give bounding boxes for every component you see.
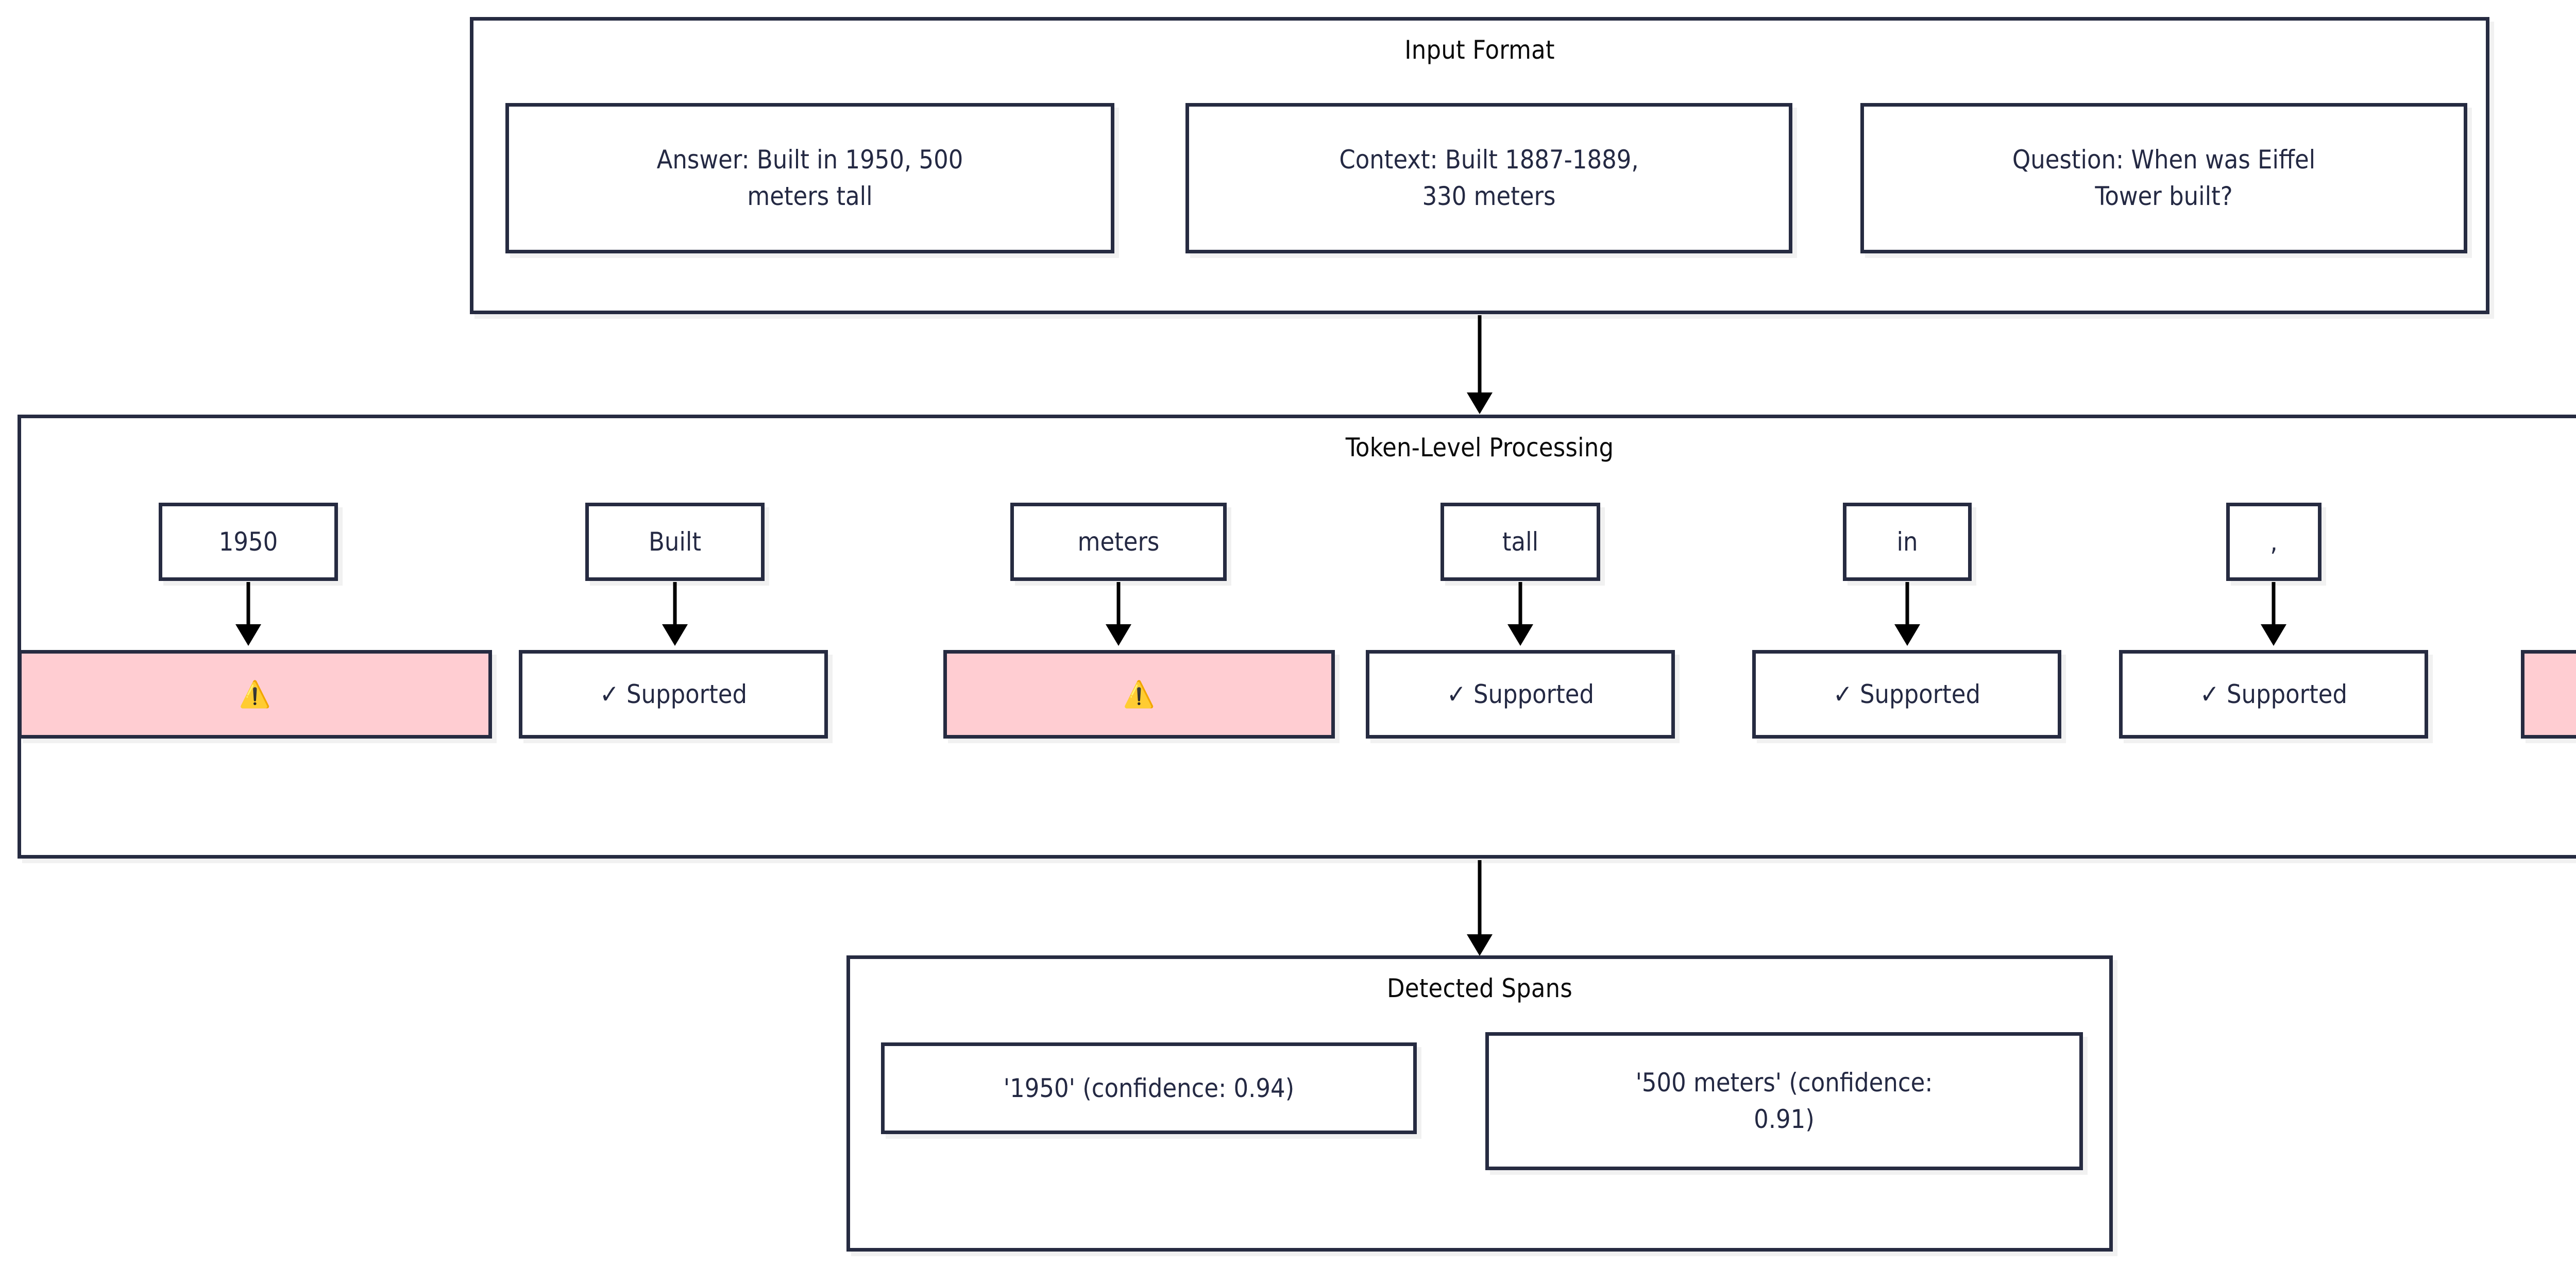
arrow-token-2 bbox=[1103, 582, 1134, 646]
arrow-token-4 bbox=[1892, 582, 1923, 646]
arrow-token-3 bbox=[1505, 582, 1536, 646]
arrow-tokens-to-spans bbox=[1464, 860, 1495, 956]
token-box-2[interactable]: meters bbox=[1010, 503, 1227, 581]
input-box-question-label: Question: When was Eiffel Tower built? bbox=[2012, 145, 2316, 211]
input-box-context-label: Context: Built 1887-1889, 330 meters bbox=[1339, 145, 1639, 211]
token-processing-group: Token-Level Processing 1950 ⚠️ Built ✓ S… bbox=[18, 415, 2576, 859]
token-box-3[interactable]: tall bbox=[1440, 503, 1600, 581]
token-status-2[interactable]: ⚠️ bbox=[943, 650, 1335, 739]
token-box-5[interactable]: , bbox=[2226, 503, 2321, 581]
check-icon-1: ✓ Supported bbox=[599, 679, 748, 709]
token-label-0: 1950 bbox=[218, 526, 278, 557]
arrow-token-1 bbox=[659, 582, 690, 646]
token-label-5: , bbox=[2270, 526, 2278, 557]
input-format-title: Input Format bbox=[1404, 35, 1555, 65]
token-box-4[interactable]: in bbox=[1843, 503, 1972, 581]
input-box-context[interactable]: Context: Built 1887-1889, 330 meters bbox=[1185, 103, 1792, 253]
token-status-4[interactable]: ✓ Supported bbox=[1752, 650, 2061, 739]
check-icon-4: ✓ Supported bbox=[1833, 679, 1981, 709]
input-box-answer-label: Answer: Built in 1950, 500 meters tall bbox=[656, 145, 963, 211]
token-status-3[interactable]: ✓ Supported bbox=[1366, 650, 1675, 739]
token-box-0[interactable]: 1950 bbox=[159, 503, 338, 581]
arrow-token-0 bbox=[233, 582, 264, 646]
arrow-token-5 bbox=[2258, 582, 2289, 646]
detected-span-label-0: '1950' (confidence: 0.94) bbox=[1003, 1073, 1295, 1103]
check-icon-3: ✓ Supported bbox=[1446, 679, 1595, 709]
token-status-1[interactable]: ✓ Supported bbox=[519, 650, 828, 739]
detected-span-box-1[interactable]: '500 meters' (confidence: 0.91) bbox=[1485, 1032, 2083, 1170]
warning-icon-0: ⚠️ bbox=[239, 679, 272, 709]
warning-icon-2: ⚠️ bbox=[1123, 679, 1156, 709]
arrow-input-to-tokens bbox=[1464, 315, 1495, 414]
input-format-group: Input Format Answer: Built in 1950, 500 … bbox=[470, 17, 2489, 314]
token-status-0[interactable]: ⚠️ bbox=[18, 650, 492, 739]
token-status-6[interactable]: ⚠️ bbox=[2521, 650, 2576, 739]
token-label-3: tall bbox=[1502, 526, 1539, 557]
check-icon-5: ✓ Supported bbox=[2199, 679, 2348, 709]
token-status-5[interactable]: ✓ Supported bbox=[2119, 650, 2428, 739]
detected-spans-group: Detected Spans '1950' (confidence: 0.94)… bbox=[846, 955, 2113, 1252]
token-label-4: in bbox=[1896, 526, 1918, 557]
detected-span-label-1: '500 meters' (confidence: 0.91) bbox=[1635, 1068, 1933, 1134]
warning-icon-6: ⚠️ bbox=[2533, 681, 2576, 707]
token-box-1[interactable]: Built bbox=[585, 503, 765, 581]
token-label-1: Built bbox=[648, 526, 701, 557]
detected-span-box-0[interactable]: '1950' (confidence: 0.94) bbox=[881, 1042, 1417, 1134]
input-box-answer[interactable]: Answer: Built in 1950, 500 meters tall bbox=[505, 103, 1114, 253]
token-processing-title: Token-Level Processing bbox=[1345, 433, 1614, 463]
input-box-question[interactable]: Question: When was Eiffel Tower built? bbox=[1860, 103, 2467, 253]
detected-spans-title: Detected Spans bbox=[1387, 973, 1572, 1003]
token-label-2: meters bbox=[1077, 526, 1160, 557]
